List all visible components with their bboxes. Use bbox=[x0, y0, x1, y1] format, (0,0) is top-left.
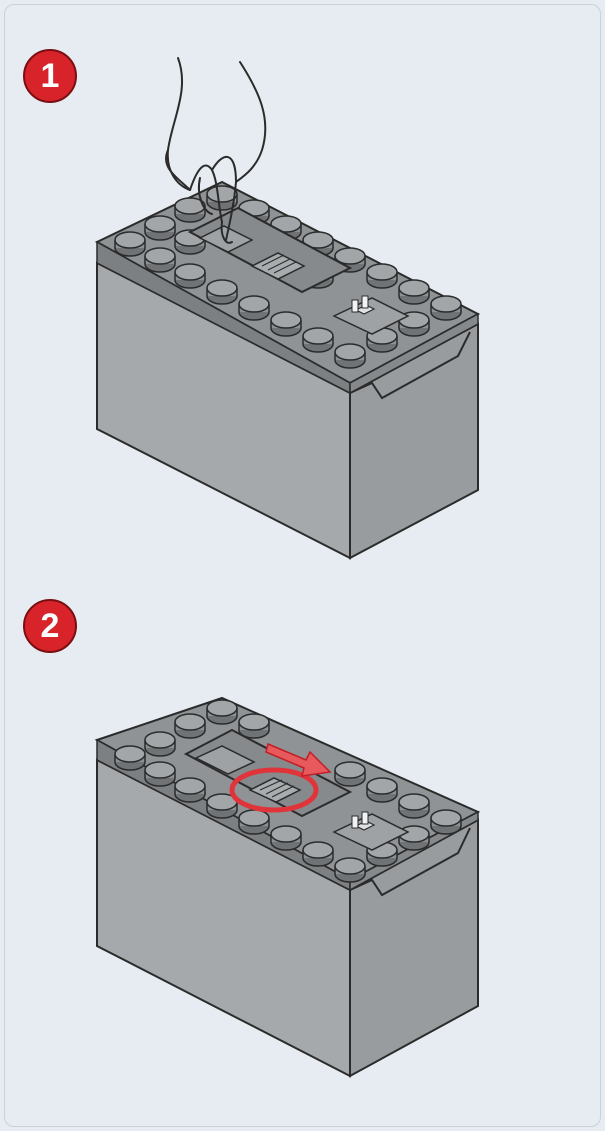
step-1-badge: 1 bbox=[20, 46, 80, 106]
step-2-diagram bbox=[97, 698, 478, 1076]
step-1-diagram bbox=[97, 58, 478, 558]
step-2-badge: 2 bbox=[20, 596, 80, 656]
step-1-number: 1 bbox=[20, 46, 80, 106]
step-2-number: 2 bbox=[20, 596, 80, 656]
